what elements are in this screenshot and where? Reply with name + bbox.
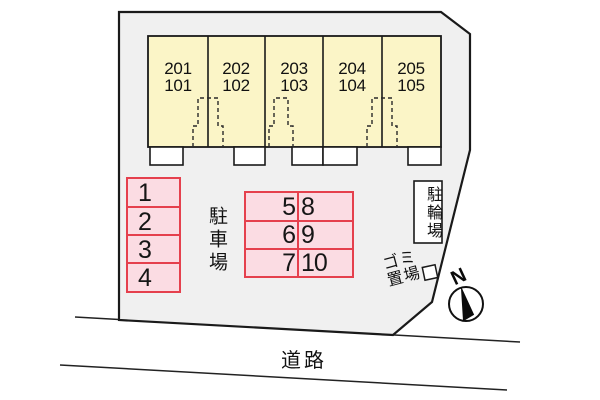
parking-stall <box>126 262 181 293</box>
stall-number: 8 <box>301 193 315 221</box>
bicycle-parking-box <box>413 180 443 244</box>
stall-number: 9 <box>301 221 315 249</box>
road-label: 道路 <box>281 350 327 372</box>
parking-stall <box>297 220 354 250</box>
stall-number: 6 <box>282 221 296 249</box>
parking-area-label: 駐車場 <box>206 206 227 275</box>
road-line-bottom <box>59 364 508 391</box>
parking-stall <box>126 234 181 264</box>
unit-upper-number: 205 <box>397 59 425 78</box>
stall-number: 4 <box>138 264 152 292</box>
stall-number: 2 <box>138 208 152 236</box>
porch <box>322 146 358 166</box>
compass-needle-icon <box>461 288 475 322</box>
stall-number: 1 <box>138 179 152 207</box>
stall-number: 5 <box>282 193 296 221</box>
stair-dashed-outline <box>192 97 224 147</box>
unit-upper-number: 203 <box>280 59 308 78</box>
unit-upper-number: 201 <box>164 59 192 78</box>
stall-number: 3 <box>138 236 152 264</box>
bicycle-parking-label: 駐輪場 <box>424 186 441 240</box>
stair-dashed-outline <box>268 97 294 147</box>
unit-lower-number: 101 <box>164 75 192 95</box>
parking-stall <box>297 191 354 222</box>
porch <box>149 146 184 166</box>
stall-number: 10 <box>301 249 328 277</box>
parking-stall <box>297 248 354 278</box>
building-outline <box>147 35 442 148</box>
unit-lower-number: 105 <box>397 75 425 95</box>
porch <box>233 146 266 166</box>
porch <box>407 146 442 166</box>
garbage-box-icon <box>421 263 439 282</box>
unit-lower-number: 103 <box>280 75 308 95</box>
stair-dashed-outline <box>366 97 398 147</box>
unit-upper-number: 202 <box>222 59 250 78</box>
unit-upper-number: 204 <box>338 59 366 78</box>
porch <box>291 146 324 166</box>
parking-stall <box>244 220 299 250</box>
unit-lower-number: 102 <box>222 75 250 95</box>
stall-number: 7 <box>282 249 296 277</box>
unit-lower-number: 104 <box>338 75 366 95</box>
